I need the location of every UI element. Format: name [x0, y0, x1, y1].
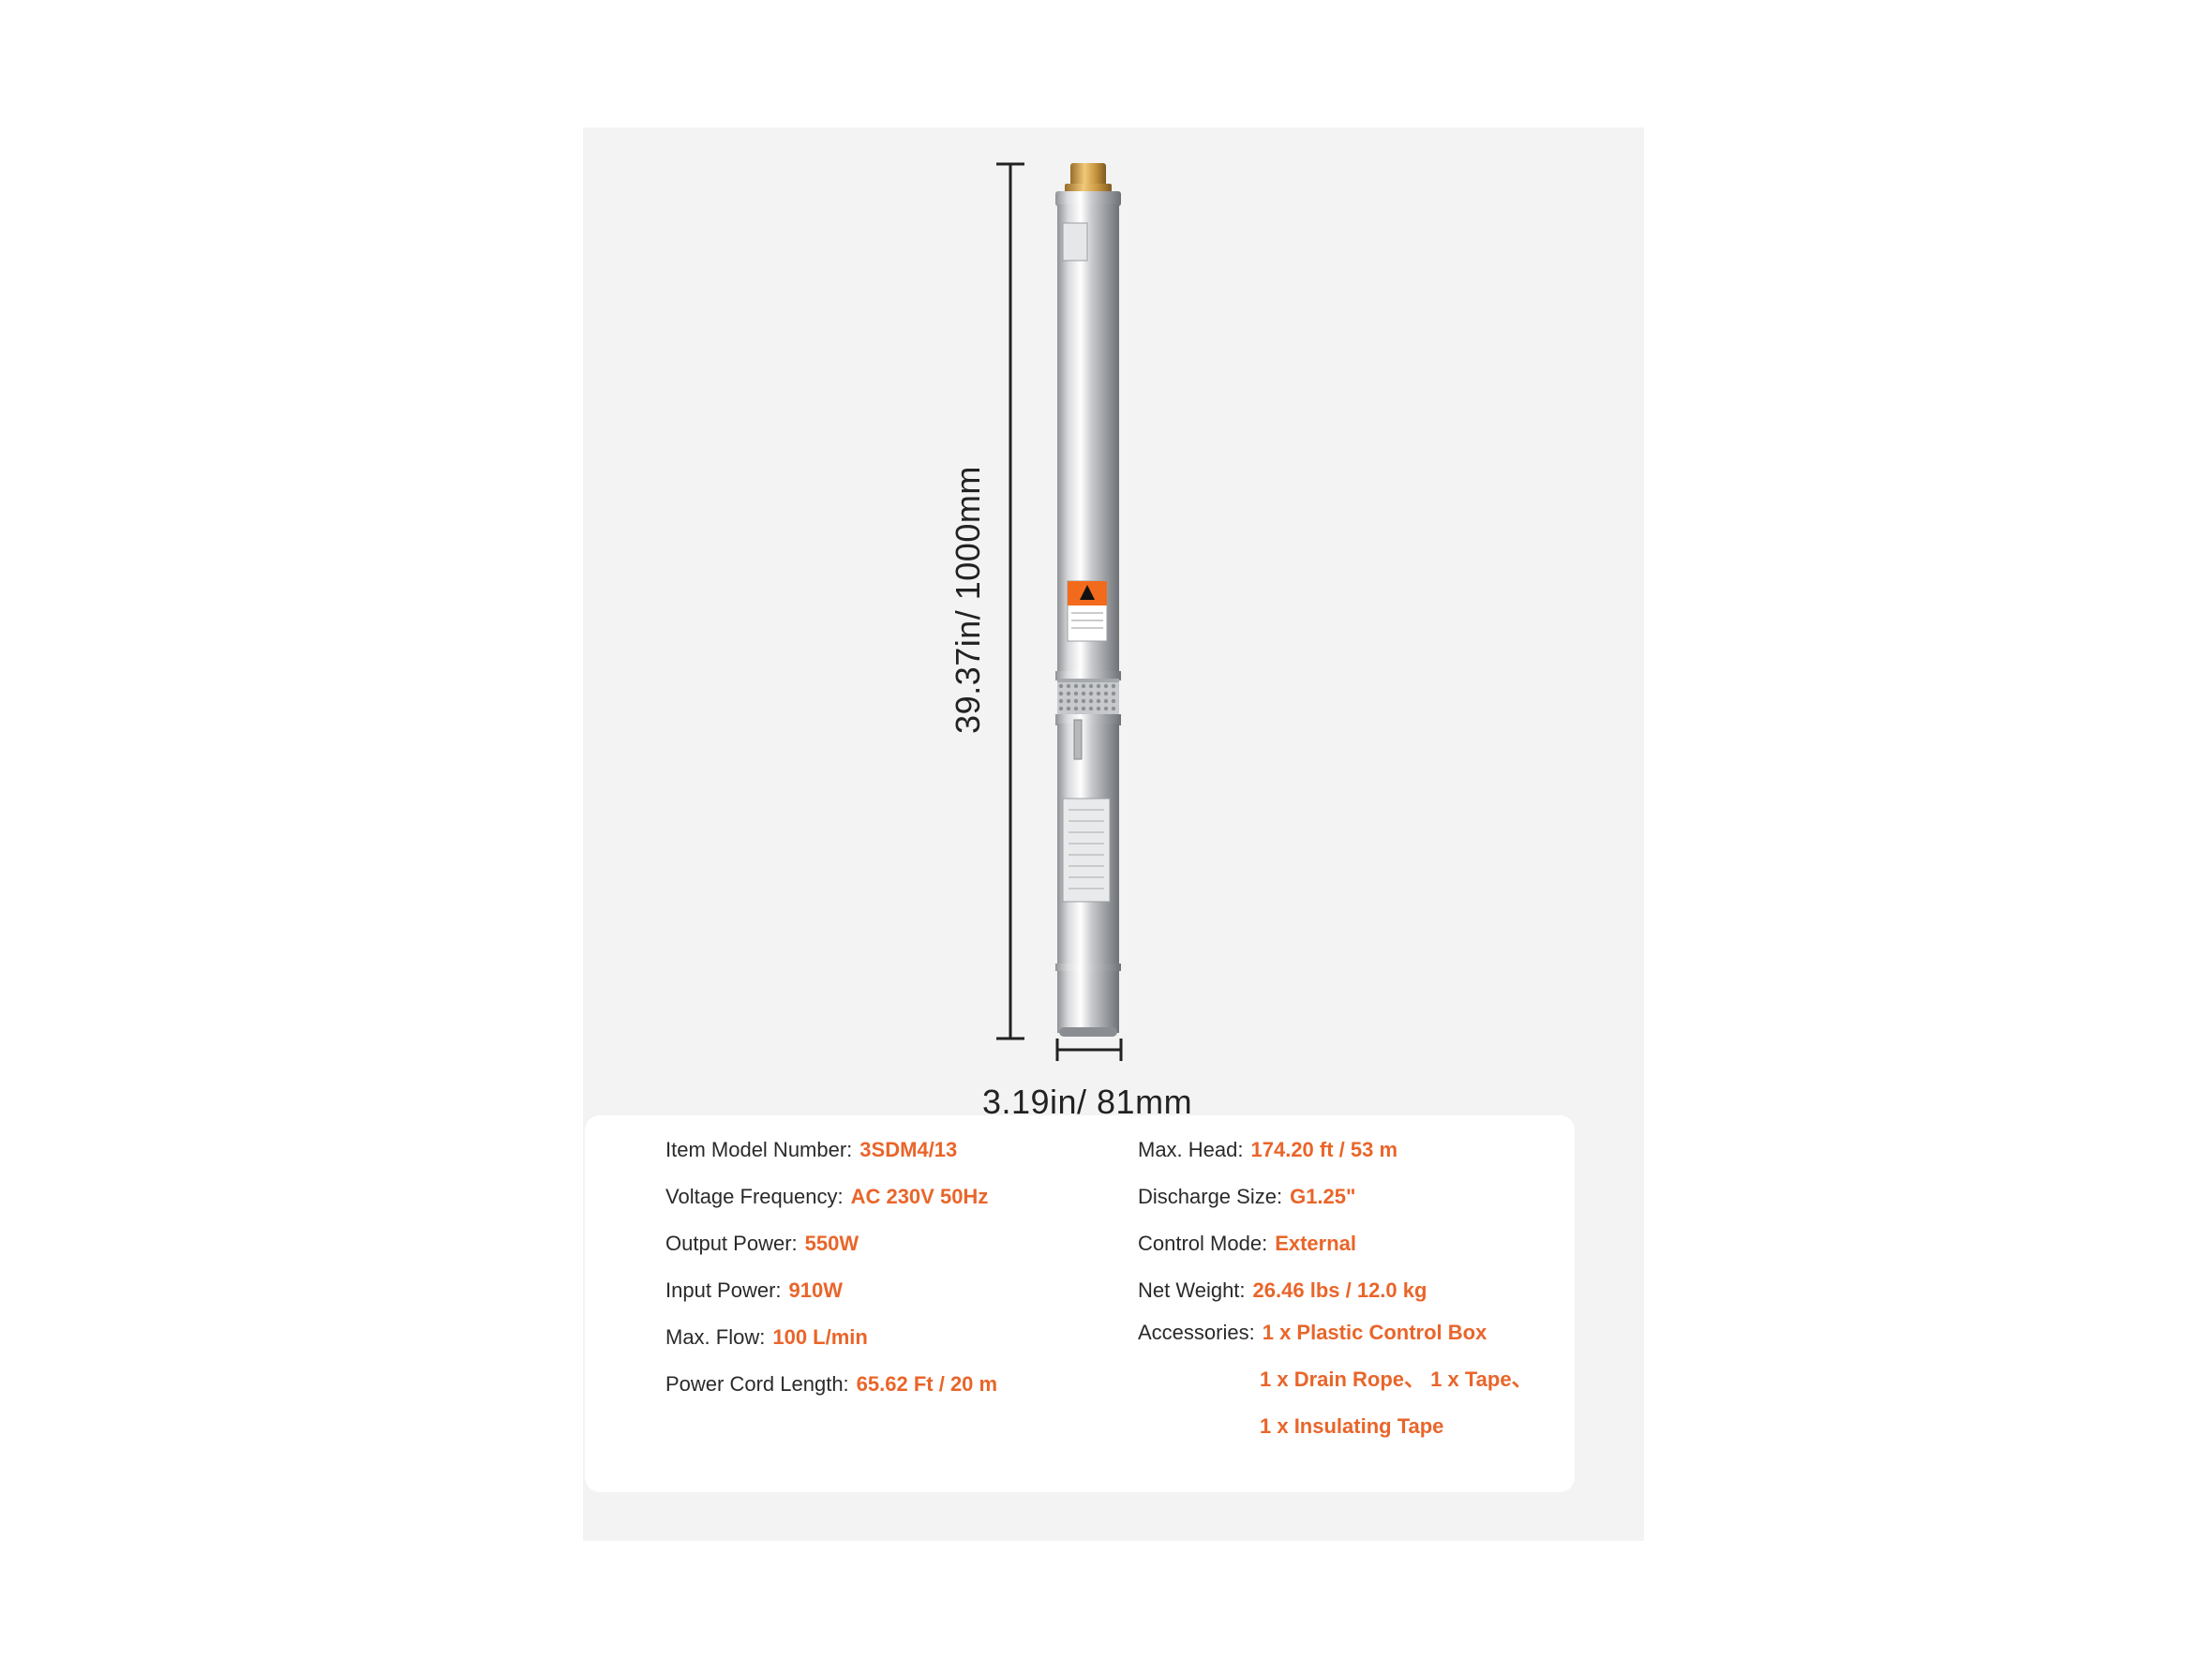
- spec-value: 910W: [788, 1278, 843, 1302]
- spec-row: Max. Flow:100 L/min: [665, 1323, 868, 1352]
- spec-row: Discharge Size: G1.25": [1138, 1183, 1355, 1211]
- spec-value: G1.25": [1290, 1185, 1356, 1208]
- spec-row: Net Weight:26.46 lbs / 12.0 kg: [1138, 1277, 1427, 1305]
- spec-row: Input Power:910W: [665, 1277, 843, 1305]
- height-dimension-line: [996, 162, 1024, 1040]
- spec-label: Power Cord Length:: [665, 1372, 849, 1396]
- spec-row: Power Cord Length: 65.62 Ft / 20 m: [665, 1370, 997, 1398]
- spec-label: Max. Flow:: [665, 1325, 766, 1349]
- spec-label: Output Power:: [665, 1232, 798, 1255]
- spec-value: 1 x Plastic Control Box: [1262, 1321, 1487, 1344]
- spec-label: Control Mode:: [1138, 1232, 1268, 1255]
- pump-body: [1055, 163, 1121, 1037]
- diameter-dimension-label: 3.19in/ 81mm: [981, 1083, 1193, 1121]
- spec-value: AC 230V 50Hz: [850, 1185, 989, 1208]
- spec-value: 550W: [804, 1232, 859, 1255]
- spec-label: Accessories:: [1138, 1321, 1255, 1344]
- spec-value: 100 L/min: [772, 1325, 868, 1349]
- spec-label: Input Power:: [665, 1278, 782, 1302]
- spec-row: Voltage Frequency: AC 230V 50Hz: [665, 1183, 988, 1211]
- spec-label: Item Model Number:: [665, 1138, 853, 1161]
- spec-row: Output Power: 550W: [665, 1230, 859, 1258]
- spec-value: 3SDM4/13: [859, 1138, 958, 1161]
- height-dimension-label: 39.37in/ 1000mm: [949, 466, 987, 734]
- diameter-dimension-line: [1055, 1039, 1123, 1061]
- spec-label: Discharge Size:: [1138, 1185, 1283, 1208]
- spec-row: Item Model Number: 3SDM4/13: [665, 1136, 957, 1164]
- spec-value: External: [1275, 1232, 1357, 1255]
- spec-value: 174.20 ft / 53 m: [1250, 1138, 1398, 1161]
- accessories-line: 1 x Insulating Tape: [1260, 1414, 1444, 1438]
- spec-value: 26.46 lbs / 12.0 kg: [1252, 1278, 1427, 1302]
- spec-card: Item Model Number: 3SDM4/13 Voltage Frequ…: [585, 1115, 1575, 1492]
- spec-value: 65.62 Ft / 20 m: [856, 1372, 998, 1396]
- spec-label: Net Weight:: [1138, 1278, 1246, 1302]
- spec-row: Max. Head: 174.20 ft / 53 m: [1138, 1136, 1397, 1164]
- spec-label: Max. Head:: [1138, 1138, 1244, 1161]
- spec-row: Accessories: 1 x Plastic Control Box: [1138, 1319, 1487, 1347]
- spec-row: Control Mode: External: [1138, 1230, 1356, 1258]
- spec-label: Voltage Frequency:: [665, 1185, 844, 1208]
- accessories-line: 1 x Drain Rope、 1 x Tape、: [1260, 1368, 1532, 1391]
